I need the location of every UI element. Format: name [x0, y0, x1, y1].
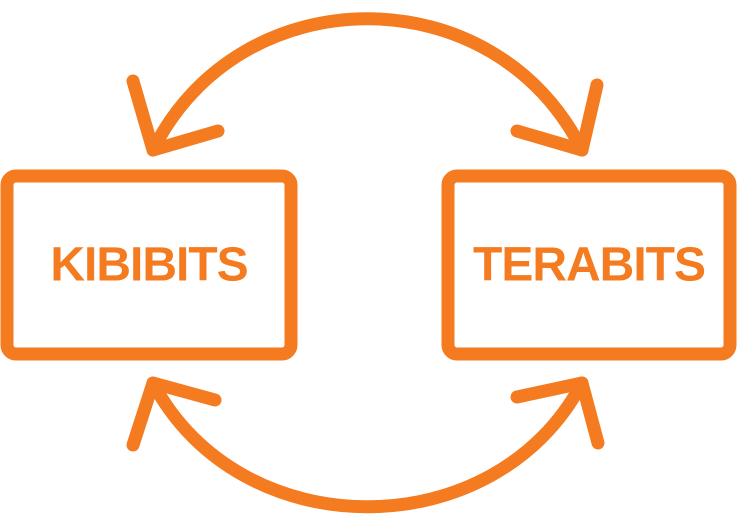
terabits-label: TERABITS	[473, 239, 705, 292]
top-arc	[146, 12, 589, 157]
top-right-arrowhead-icon	[510, 78, 604, 157]
bottom-arc	[146, 376, 589, 514]
bottom-left-arrowhead-icon	[126, 376, 222, 452]
terabits-box	[441, 169, 737, 361]
top-left-arrowhead-icon	[126, 74, 225, 157]
kibibits-box	[0, 169, 298, 361]
bottom-right-arrowhead-icon	[510, 376, 605, 450]
kibibits-label: KIBIBITS	[50, 239, 247, 292]
